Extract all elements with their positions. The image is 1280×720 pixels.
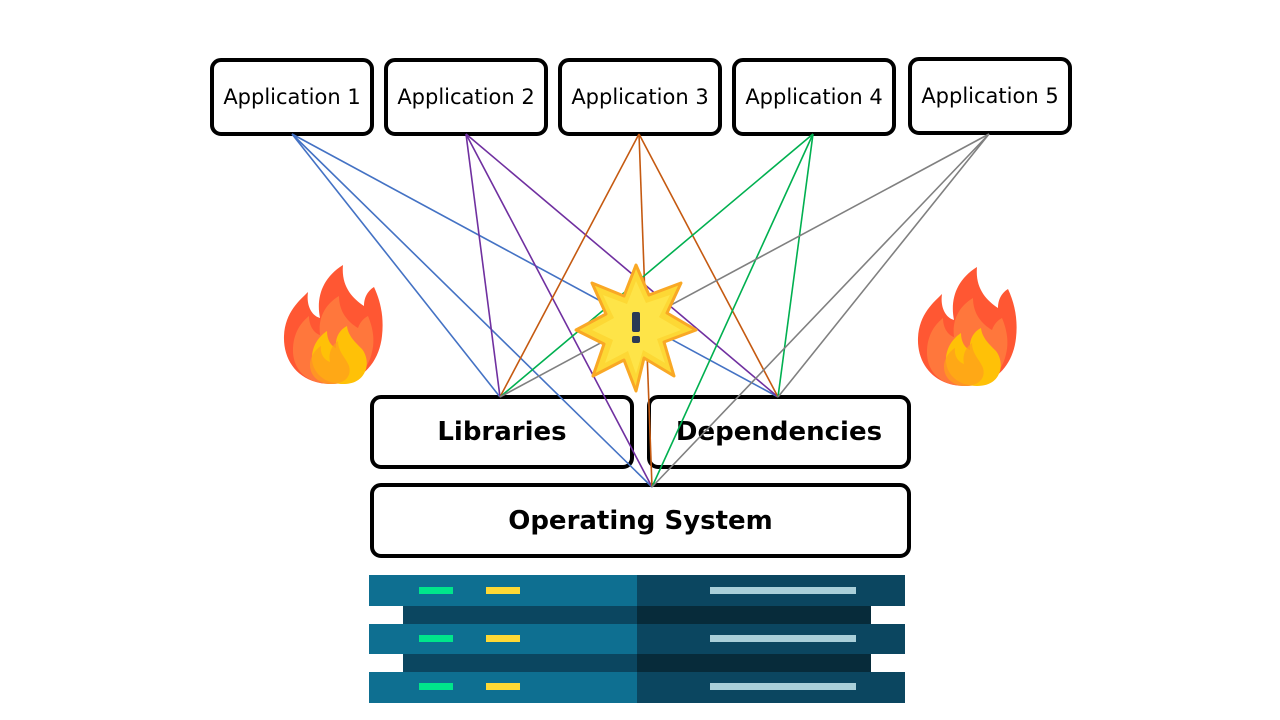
server-unit	[369, 672, 905, 703]
server-unit	[369, 624, 905, 654]
application-4-box: Application 4	[732, 58, 896, 136]
warning-exclamation-dot	[632, 336, 640, 343]
libraries-box: Libraries	[370, 395, 634, 469]
application-1-box: Application 1	[210, 58, 374, 136]
application-2-to-operating-system-line	[465, 133, 653, 488]
dependencies-label: Dependencies	[675, 417, 883, 447]
warning-exclamation-bar	[632, 312, 640, 332]
application-2-to-dependencies-line	[465, 133, 779, 398]
application-5-box: Application 5	[908, 57, 1072, 135]
application-5-to-libraries-line	[499, 133, 990, 398]
application-4-to-libraries-line	[499, 133, 814, 398]
application-2-to-libraries-line	[465, 133, 501, 398]
application-1-label: Application 1	[223, 85, 361, 109]
application-5-to-dependencies-line	[777, 133, 990, 398]
application-3-label: Application 3	[571, 85, 709, 109]
application-2-label: Application 2	[397, 85, 535, 109]
application-1-to-operating-system-line	[291, 133, 653, 488]
application-4-to-operating-system-line	[651, 133, 814, 488]
operating-system-box: Operating System	[370, 483, 911, 558]
operating-system-label: Operating System	[508, 505, 773, 536]
application-3-to-dependencies-line	[638, 133, 779, 398]
libraries-label: Libraries	[437, 417, 567, 447]
application-5-to-operating-system-line	[651, 133, 990, 488]
application-4-to-dependencies-line	[777, 133, 814, 398]
application-3-to-libraries-line	[499, 133, 640, 398]
application-1-to-libraries-line	[291, 133, 501, 398]
application-4-label: Application 4	[745, 85, 883, 109]
application-3-box: Application 3	[558, 58, 722, 136]
application-5-label: Application 5	[921, 84, 1059, 108]
server-unit	[369, 575, 905, 606]
dependencies-box: Dependencies	[647, 395, 911, 469]
